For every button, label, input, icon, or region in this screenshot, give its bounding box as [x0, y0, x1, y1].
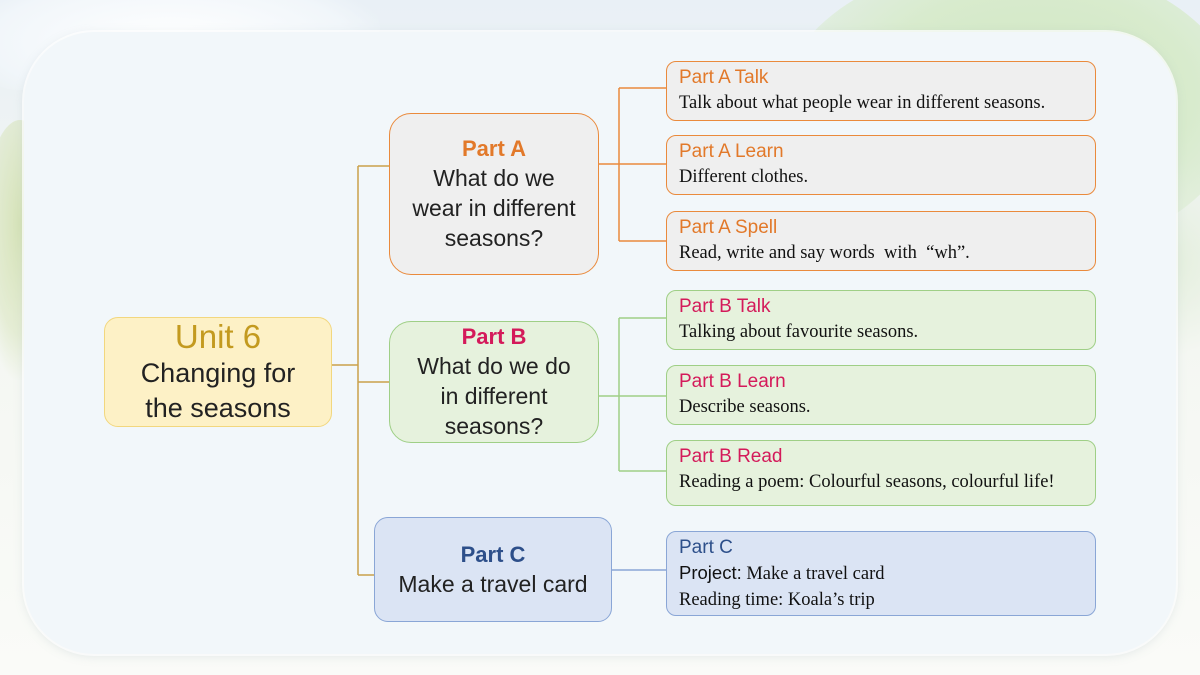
part-c-box: Part C Make a travel card	[374, 517, 612, 622]
lesson-title: Part B Talk	[679, 296, 771, 317]
part-b-question-line3: seasons?	[444, 413, 544, 439]
lesson-title: Part A Spell	[679, 217, 778, 238]
lesson-title: Part A Learn	[679, 141, 784, 162]
part-a-heading: Part A	[462, 136, 526, 161]
lesson-b-learn: Part B Learn Describe seasons.	[666, 365, 1096, 425]
lesson-title: Part B Read	[679, 446, 783, 467]
part-b-question-line1: What do we do	[417, 353, 571, 379]
lesson-a-spell: Part A Spell Read, write and say words w…	[666, 211, 1096, 271]
project-label: Project:	[679, 562, 742, 583]
lesson-description: Describe seasons.	[679, 397, 811, 417]
connector-root-trunk	[332, 166, 359, 575]
part-c-project: Project: Make a travel card	[679, 560, 1083, 587]
part-b-heading: Part B	[461, 324, 527, 349]
part-a-question-line2: wear in different	[412, 195, 576, 221]
part-c-detail: Part C Project: Make a travel card Readi…	[666, 531, 1096, 616]
lesson-description: Reading a poem: Colourful seasons, colou…	[679, 472, 1055, 492]
part-c-description: Make a travel card	[398, 570, 588, 597]
part-c-heading: Part C	[460, 541, 526, 567]
part-a-box: Part A What do we wear in different seas…	[389, 113, 599, 275]
part-a-question-line3: seasons?	[444, 225, 544, 251]
lesson-description: Read, write and say words with “wh”.	[679, 243, 970, 263]
lesson-a-talk: Part A Talk Talk about what people wear …	[666, 61, 1096, 121]
connector-partA	[599, 87, 666, 242]
lesson-b-talk: Part B Talk Talking about favourite seas…	[666, 290, 1096, 350]
root-unit-box: Unit 6 Changing for the seasons	[104, 317, 332, 427]
part-c-detail-title: Part C	[679, 537, 733, 558]
part-b-box: Part B What do we do in different season…	[389, 321, 599, 443]
part-c-reading: Reading time: Koala’s trip	[679, 590, 875, 610]
unit-number: Unit 6	[174, 318, 262, 355]
connector-partB	[599, 317, 666, 472]
lesson-description: Different clothes.	[679, 167, 809, 187]
lesson-b-read: Part B Read Reading a poem: Colourful se…	[666, 440, 1096, 506]
lesson-title: Part B Learn	[679, 371, 786, 392]
part-a-question-line1: What do we	[433, 165, 555, 191]
part-b-question-line2: in different	[440, 383, 548, 409]
lesson-description: Talk about what people wear in different…	[679, 93, 1046, 113]
lesson-description: Talking about favourite seasons.	[679, 322, 919, 342]
project-text: Make a travel card	[741, 564, 885, 584]
unit-title-line2: the seasons	[145, 393, 291, 423]
lesson-a-learn: Part A Learn Different clothes.	[666, 135, 1096, 195]
lesson-title: Part A Talk	[679, 67, 769, 88]
unit-title-line1: Changing for	[140, 358, 296, 388]
